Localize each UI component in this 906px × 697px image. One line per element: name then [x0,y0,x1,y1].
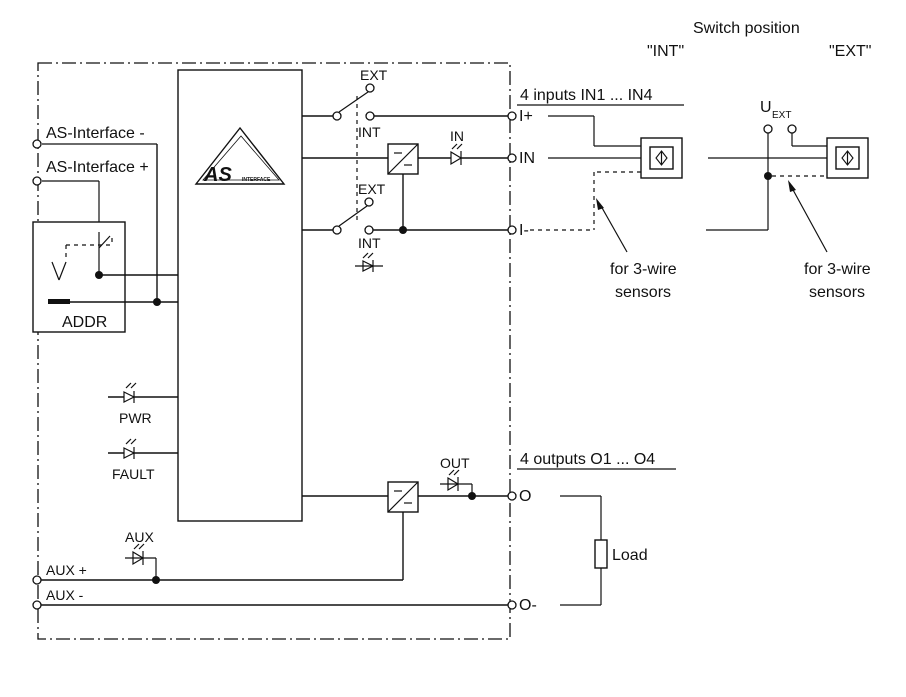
ext-top-contact [365,83,375,93]
as-interface-logo: AS INTERFACE [194,126,286,186]
u-ext-plus-terminal [763,124,773,134]
ext-position-label: "EXT" [829,43,871,60]
int-status-led-icon [355,252,383,272]
int-position-label: "INT" [647,43,684,60]
i-minus-terminal [507,225,517,235]
aux-plus-terminal [32,575,42,585]
ext-bottom-label: EXT [358,181,386,197]
load-label: Load [612,547,648,564]
int-top-contact-left [332,111,342,121]
ext-sensor-icon [826,137,869,179]
fault-led-icon [123,438,137,459]
inputs-header: 4 inputs IN1 ... IN4 [520,87,653,104]
pwr-led-icon [123,382,137,403]
int-bottom-contact-left [332,225,342,235]
i-minus-junction [399,226,407,234]
asi-plus-label: AS-Interface + [46,159,149,176]
three-wire-note-1a: for 3-wire [610,261,677,278]
i-plus-label: I+ [519,108,533,125]
u-ext-sub-label: EXT [772,110,791,121]
int-bottom-label: INT [358,235,381,251]
o-label: O [519,488,531,505]
out-junction [468,492,476,500]
o-minus-terminal [507,600,517,610]
o-terminal [507,491,517,501]
in-terminal [507,153,517,163]
o-minus-label: O- [519,597,537,614]
asi-junction [153,298,161,306]
addr-box [32,221,126,333]
three-wire-note-2a: for 3-wire [804,261,871,278]
aux-minus-terminal [32,600,42,610]
i-minus-label: I- [519,222,529,239]
logo-subtext: INTERFACE [242,177,271,183]
switch-position-label: Switch position [693,20,800,37]
aux-led-icon [125,543,156,566]
int-top-contact-right [365,111,375,121]
aux-minus-label: AUX - [46,587,84,603]
ext-top-label: EXT [360,67,388,83]
out-led-icon [440,469,472,492]
logo-text: AS [203,164,232,186]
pwr-label: PWR [119,410,152,426]
asi-minus-label: AS-Interface - [46,125,145,142]
outputs-header: 4 outputs O1 ... O4 [520,451,655,468]
three-wire-note-1b: sensors [615,284,671,301]
int-sensor-icon [640,137,683,179]
ext-junction [764,172,772,180]
load-resistor-icon [594,539,608,569]
three-wire-note-2b: sensors [809,284,865,301]
in-label: IN [519,150,535,167]
u-ext-label: U [760,99,772,116]
i-plus-terminal [507,111,517,121]
int-bottom-contact-right [364,225,374,235]
aux-label: AUX [125,529,154,545]
ext-bottom-contact [364,197,374,207]
out-led-label: OUT [440,455,470,471]
asi-minus-terminal [32,139,42,149]
asi-plus-terminal [32,176,42,186]
u-ext-minus-terminal [787,124,797,134]
aux-plus-label: AUX + [46,562,87,578]
int-top-label: INT [358,124,381,140]
in-led-label: IN [450,128,464,144]
fault-label: FAULT [112,466,155,482]
module-enclosure [37,62,511,640]
addr-socket [48,299,70,304]
in-led-icon [450,143,463,166]
addr-label: ADDR [62,314,107,331]
